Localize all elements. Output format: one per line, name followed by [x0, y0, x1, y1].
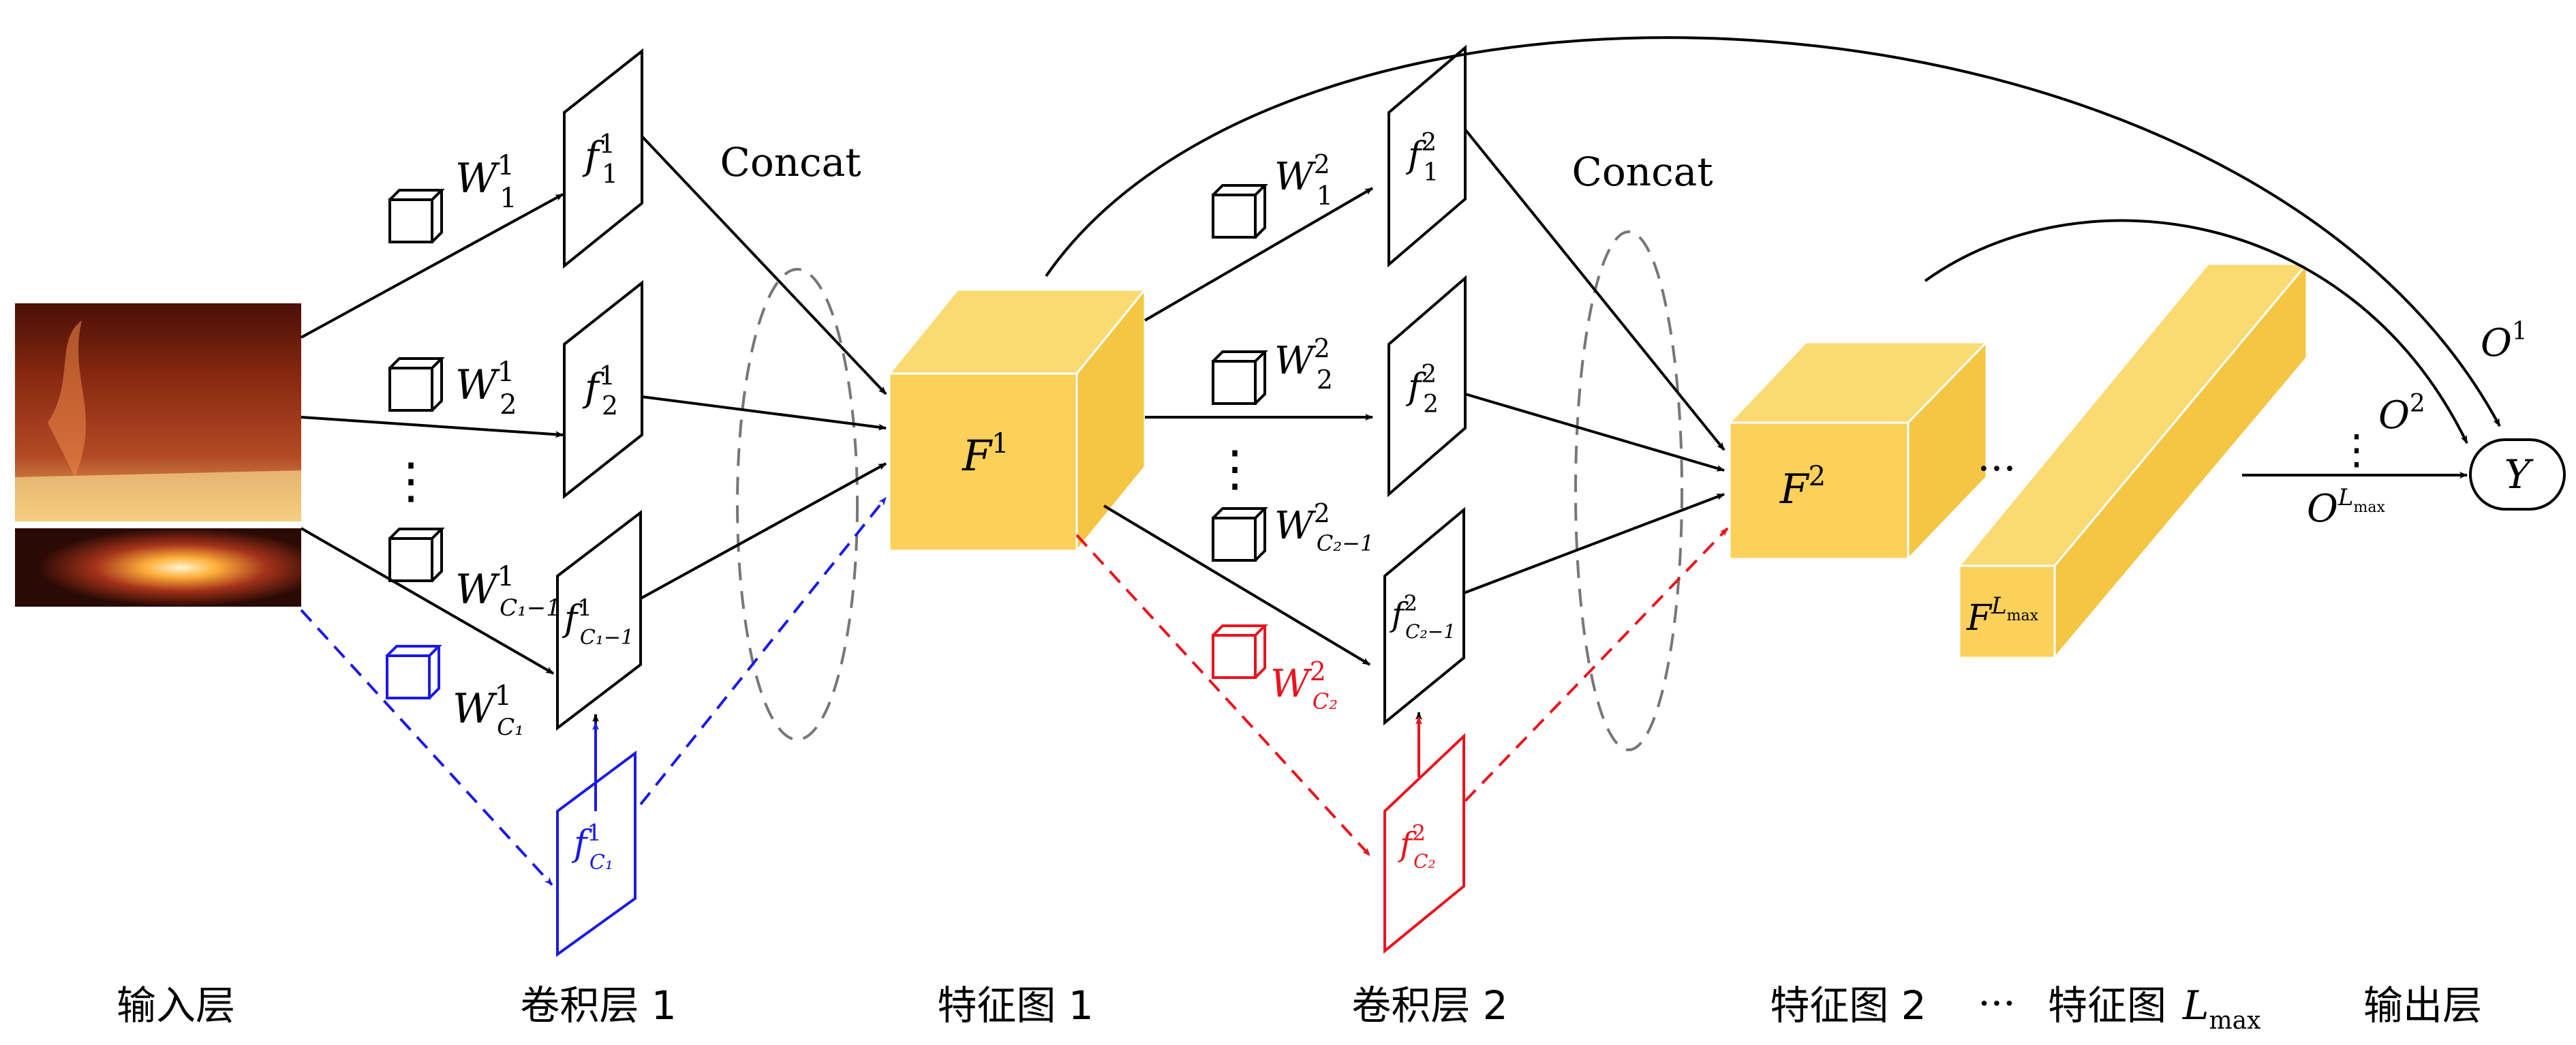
svg-text:f22: f22 — [1405, 361, 1439, 419]
kernel-cube-w1-c1m1 — [388, 528, 445, 582]
bottom-label-input: 输入层 — [117, 982, 235, 1029]
label-O2: O2 — [2378, 390, 2425, 438]
bottom-label-conv2: 卷积层 2 — [1351, 982, 1507, 1029]
kernel-cube-w1-2 — [388, 357, 445, 412]
concat-label-2: Concat — [1571, 149, 1713, 195]
feature-map-FLmax: FLmax — [1957, 260, 2310, 661]
svg-text:f21: f21 — [1405, 129, 1439, 187]
svg-text:F2: F2 — [1779, 461, 1826, 513]
skip-curve-F1-to-Y — [1045, 36, 2501, 427]
bottom-label-fm2: 特征图 2 — [1770, 982, 1926, 1029]
svg-text:f12: f12 — [582, 361, 618, 421]
output-node-Y: Y — [2469, 438, 2566, 511]
dropped-arrow-to-F2-red — [1464, 527, 1729, 802]
input-image-bottom — [15, 528, 301, 607]
vertical-ellipsis-1: ⋮ — [386, 452, 435, 509]
kernel-cube-w2-c2m1 — [1212, 507, 1268, 562]
horizontal-ellipsis-middle: ··· — [1977, 445, 2016, 493]
svg-text:f11: f11 — [582, 129, 618, 189]
svg-text:Y: Y — [2504, 451, 2534, 498]
dropped-arrow-input-blue — [300, 609, 553, 886]
bottom-label-conv1: 卷积层 1 — [520, 982, 676, 1029]
arrows-input-to-conv1 — [301, 193, 599, 760]
label-O1: O1 — [2481, 318, 2528, 365]
concat-label-1: Concat — [720, 139, 861, 185]
bottom-label-dots: ··· — [1978, 980, 2015, 1027]
bottom-label-output: 输出层 — [2363, 982, 2482, 1029]
svg-text:F1: F1 — [962, 428, 1009, 481]
skip-curve-F2-to-Y — [1924, 219, 2468, 444]
arrows-conv2-to-F2 — [1463, 128, 1726, 594]
concat-ellipse-2 — [1574, 230, 1683, 751]
vertical-ellipsis-output: ⋮ — [2336, 426, 2377, 474]
input-image-top — [15, 303, 301, 521]
bottom-label-fm1: 特征图 1 — [937, 982, 1093, 1029]
feature-map-F2: F2 — [1727, 339, 1989, 562]
kernel-cube-w1-c1 — [386, 645, 442, 699]
arrows-conv1-to-F1 — [640, 135, 887, 600]
vertical-ellipsis-2: ⋮ — [1210, 440, 1259, 497]
kernel-cube-w2-1 — [1212, 184, 1268, 239]
concat-ellipse-1 — [736, 268, 859, 741]
kernel-cube-w2-c2 — [1212, 624, 1268, 679]
feature-map-F1: F1 — [887, 286, 1148, 554]
label-OLmax: OLmax — [2307, 484, 2385, 531]
arrows-F1-to-conv2 — [1103, 187, 1422, 777]
svg-text:FLmax: FLmax — [1966, 592, 2039, 639]
kernel-cube-w2-2 — [1212, 350, 1268, 405]
kernel-cube-w1-1 — [388, 189, 445, 243]
dropped-arrow-to-F1-blue — [639, 496, 887, 806]
